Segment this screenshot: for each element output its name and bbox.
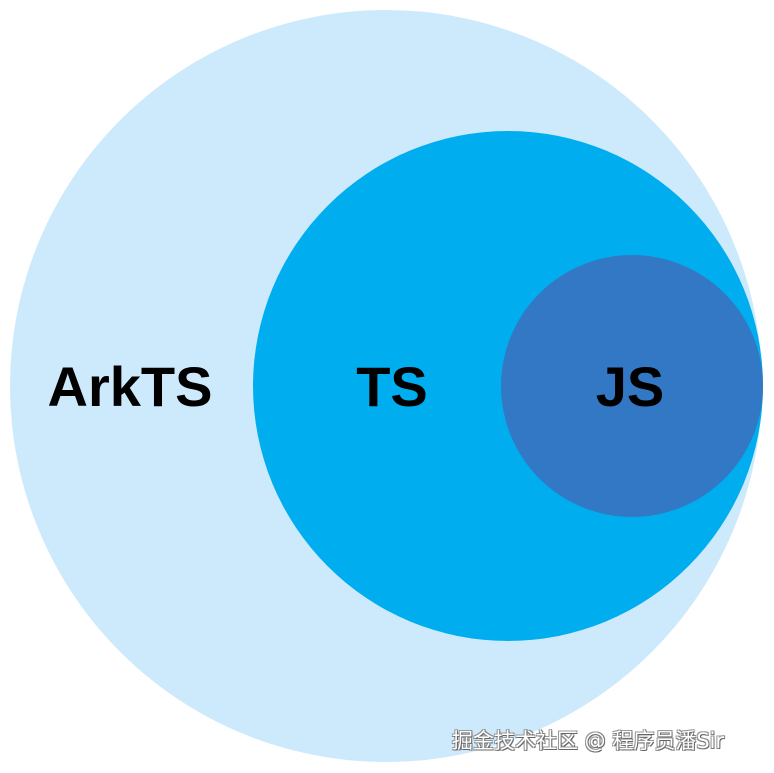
label-ts: TS bbox=[356, 355, 428, 418]
label-js: JS bbox=[596, 355, 665, 418]
circle-js bbox=[501, 255, 763, 517]
label-arkts: ArkTS bbox=[48, 355, 213, 418]
watermark: 掘金技术社区 @ 程序员潘Sir bbox=[452, 729, 725, 753]
